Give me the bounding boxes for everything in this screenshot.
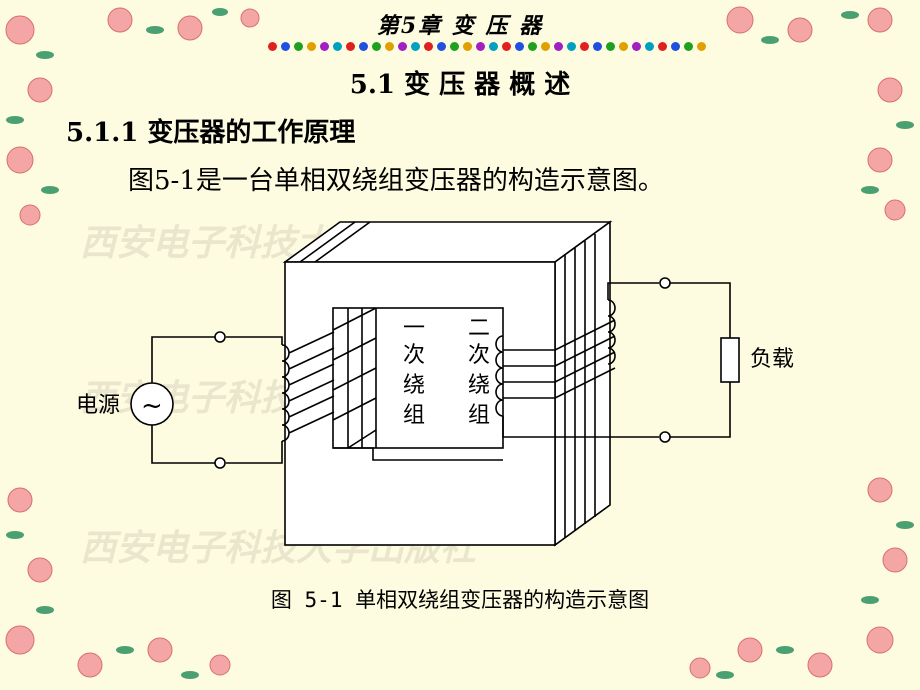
decorative-dot xyxy=(580,42,589,51)
decorative-dot xyxy=(281,42,290,51)
primary-label-char: 组 xyxy=(403,403,425,428)
decorative-dot xyxy=(645,42,654,51)
decorative-dot xyxy=(502,42,511,51)
decorative-dot xyxy=(541,42,550,51)
decorative-dot xyxy=(463,42,472,51)
decorative-dot xyxy=(619,42,628,51)
secondary-label-char: 二 xyxy=(468,316,490,341)
decorative-dot xyxy=(567,42,576,51)
decorative-dot-row xyxy=(268,42,706,51)
decorative-dot xyxy=(593,42,602,51)
decorative-dot xyxy=(476,42,485,51)
ac-symbol-icon: ~ xyxy=(141,391,163,421)
decorative-dot xyxy=(658,42,667,51)
decorative-dot xyxy=(320,42,329,51)
decorative-dot xyxy=(411,42,420,51)
secondary-label-char: 次 xyxy=(468,343,490,368)
figure-caption: 图 5-1 单相双绕组变压器的构造示意图 xyxy=(270,588,650,612)
decorative-dot xyxy=(684,42,693,51)
transformer-diagram: 西安电子科技大学出版社 西安电子科技大学出版社 西安电子科技大学出版社 xyxy=(76,220,794,569)
section-title: 5.1 变 压 器 概 述 xyxy=(349,70,571,100)
secondary-label-char: 组 xyxy=(468,403,490,428)
secondary-label-char: 绕 xyxy=(468,373,490,398)
decorative-dot xyxy=(528,42,537,51)
decorative-dot xyxy=(372,42,381,51)
decorative-dot xyxy=(437,42,446,51)
decorative-dot xyxy=(632,42,641,51)
decorative-dot xyxy=(359,42,368,51)
decorative-dot xyxy=(268,42,277,51)
decorative-dot xyxy=(424,42,433,51)
decorative-dot xyxy=(333,42,342,51)
chapter-title: 第5章 变 压 器 xyxy=(376,13,544,39)
decorative-dot xyxy=(554,42,563,51)
decorative-dot xyxy=(671,42,680,51)
decorative-dot xyxy=(489,42,498,51)
primary-label-char: 一 xyxy=(403,316,425,341)
intro-paragraph: 图5-1是一台单相双绕组变压器的构造示意图。 xyxy=(128,166,664,196)
decorative-dot xyxy=(385,42,394,51)
decorative-dot xyxy=(450,42,459,51)
decorative-dot xyxy=(515,42,524,51)
subsection-title: 5.1.1 变压器的工作原理 xyxy=(66,118,356,148)
decorative-dot xyxy=(307,42,316,51)
load-label: 负载 xyxy=(750,347,794,372)
primary-label-char: 次 xyxy=(403,343,425,368)
decorative-dot xyxy=(697,42,706,51)
power-source-label: 电源 xyxy=(76,393,120,418)
decorative-dot xyxy=(606,42,615,51)
primary-label-char: 绕 xyxy=(403,373,425,398)
decorative-dot xyxy=(346,42,355,51)
decorative-dot xyxy=(294,42,303,51)
decorative-dot xyxy=(398,42,407,51)
